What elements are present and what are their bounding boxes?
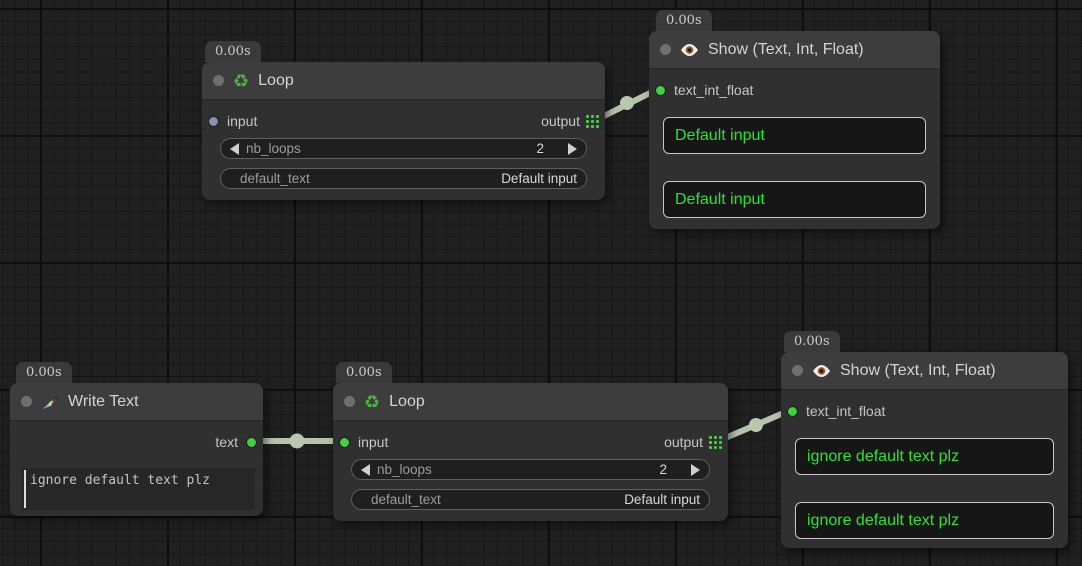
output-port[interactable] xyxy=(246,436,257,448)
text-input-area[interactable]: ignore default text plz xyxy=(22,468,255,510)
default-text-widget[interactable]: default_text Default input xyxy=(351,489,710,510)
show-output-box[interactable]: ignore default text plz xyxy=(795,502,1054,539)
recycle-icon: ♻ xyxy=(364,391,381,412)
widget-value: Default input xyxy=(624,492,700,507)
node-write-text[interactable]: 0.00s Write Text text ignore default tex… xyxy=(10,362,263,516)
show-output-box[interactable]: Default input xyxy=(663,117,926,154)
widget-value: 2 xyxy=(536,141,544,156)
output-grid-port-icon[interactable] xyxy=(709,435,722,449)
default-text-widget[interactable]: default_text Default input xyxy=(220,168,587,189)
execution-time-badge: 0.00s xyxy=(16,362,72,383)
node-titlebar[interactable]: Write Text xyxy=(10,383,263,421)
widget-label: default_text xyxy=(240,171,310,186)
text-cursor xyxy=(24,470,26,508)
increment-arrow-icon[interactable] xyxy=(568,142,577,155)
textarea-value: ignore default text plz xyxy=(30,473,211,488)
node-title: Loop xyxy=(258,71,294,89)
collapse-dot[interactable] xyxy=(344,396,355,407)
collapse-dot[interactable] xyxy=(21,396,32,407)
input-port[interactable] xyxy=(787,405,798,417)
node-title: Show (Text, Int, Float) xyxy=(840,361,996,379)
node-loop-bottom[interactable]: 0.00s ♻ Loop input output nb_loops 2 def… xyxy=(333,362,728,521)
execution-time-badge: 0.00s xyxy=(656,10,712,31)
input-label: text_int_float xyxy=(806,403,886,419)
input-label: input xyxy=(227,113,258,129)
nb-loops-widget[interactable]: nb_loops 2 xyxy=(351,459,710,480)
node-titlebar[interactable]: Show (Text, Int, Float) xyxy=(649,31,940,69)
node-loop-top[interactable]: 0.00s ♻ Loop input output nb_loops 2 def… xyxy=(202,41,605,200)
eye-icon xyxy=(681,43,698,56)
node-title: Show (Text, Int, Float) xyxy=(708,40,864,58)
recycle-icon: ♻ xyxy=(233,70,250,91)
collapse-dot[interactable] xyxy=(213,75,224,86)
node-title: Loop xyxy=(389,392,425,410)
collapse-dot[interactable] xyxy=(660,44,671,55)
execution-time-badge: 0.00s xyxy=(784,331,840,352)
link-midpoint-dot[interactable] xyxy=(749,418,763,432)
nb-loops-widget[interactable]: nb_loops 2 xyxy=(220,138,587,159)
decrement-arrow-icon[interactable] xyxy=(361,463,370,476)
widget-label: default_text xyxy=(371,492,441,507)
show-output-box[interactable]: Default input xyxy=(663,181,926,218)
node-titlebar[interactable]: ♻ Loop xyxy=(333,383,728,421)
widget-label: nb_loops xyxy=(377,462,432,477)
output-label: text xyxy=(215,434,238,450)
widget-value: Default input xyxy=(501,171,577,186)
execution-time-badge: 0.00s xyxy=(336,362,392,383)
output-label: output xyxy=(664,434,703,450)
input-label: input xyxy=(358,434,389,450)
execution-time-badge: 0.00s xyxy=(205,41,261,62)
widget-label: nb_loops xyxy=(246,141,301,156)
node-show-bottom[interactable]: 0.00s Show (Text, Int, Float) text_int_f… xyxy=(781,331,1068,548)
node-show-top[interactable]: 0.00s Show (Text, Int, Float) text_int_f… xyxy=(649,10,940,229)
input-port[interactable] xyxy=(208,115,219,127)
decrement-arrow-icon[interactable] xyxy=(230,142,239,155)
input-port[interactable] xyxy=(339,436,350,448)
increment-arrow-icon[interactable] xyxy=(691,463,700,476)
show-output-box[interactable]: ignore default text plz xyxy=(795,438,1054,475)
node-titlebar[interactable]: Show (Text, Int, Float) xyxy=(781,352,1068,390)
link-midpoint-dot[interactable] xyxy=(620,96,634,110)
output-grid-port-icon[interactable] xyxy=(586,114,599,128)
collapse-dot[interactable] xyxy=(792,365,803,376)
eye-icon xyxy=(813,364,830,377)
node-titlebar[interactable]: ♻ Loop xyxy=(202,62,605,100)
input-port[interactable] xyxy=(655,84,666,96)
fountain-pen-icon xyxy=(42,396,58,409)
output-label: output xyxy=(541,113,580,129)
input-label: text_int_float xyxy=(674,82,754,98)
node-title: Write Text xyxy=(68,392,139,410)
widget-value: 2 xyxy=(659,462,667,477)
link-midpoint-dot[interactable] xyxy=(289,433,305,449)
